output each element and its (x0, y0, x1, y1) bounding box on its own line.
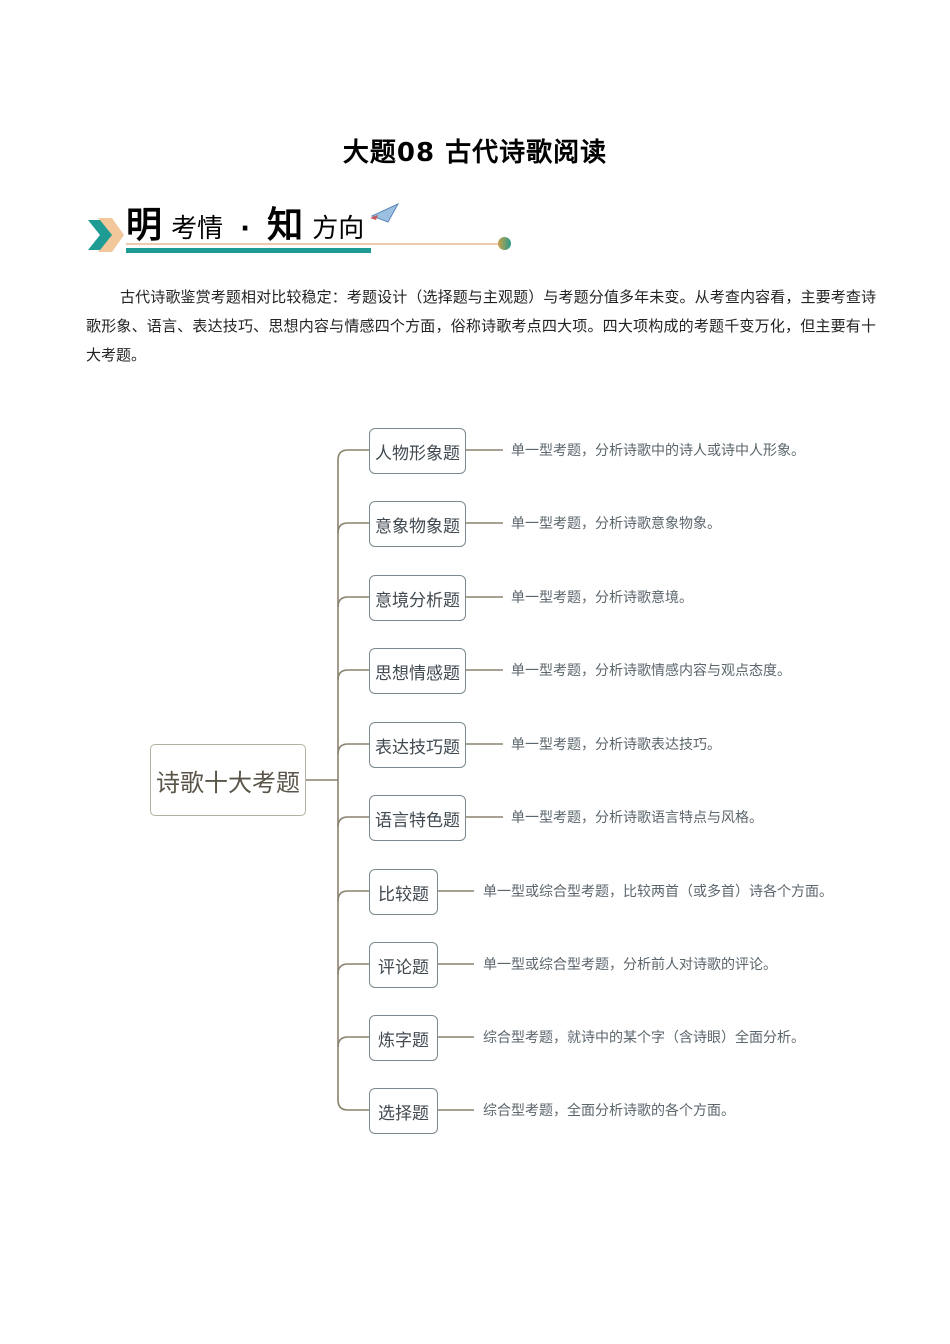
intro-paragraph: 古代诗歌鉴赏考题相对比较稳定：考题设计（选择题与主观题）与考题分值多年未变。从考… (86, 288, 876, 364)
banner-char-zhi: 知 (267, 204, 304, 246)
paper-plane-icon (370, 202, 400, 223)
branch-node-biaoda: 表达技巧题 (369, 722, 466, 768)
banner-part-kaoqing: 考情 (171, 214, 224, 244)
section-banner: 明 考情 · 知 方向 (88, 192, 518, 262)
branch-node-renwu: 人物形象题 (369, 428, 466, 474)
mind-map-root: 诗歌十大考题 (150, 744, 306, 816)
page-title: 大题08 古代诗歌阅读 (342, 138, 608, 168)
chevron-right-icon (88, 218, 124, 252)
branch-desc-yixiang: 单一型考题，分析诗歌意象物象。 (511, 516, 721, 532)
branch-desc-renwu: 单一型考题，分析诗歌中的诗人或诗中人形象。 (511, 443, 805, 459)
banner-underline-thin (126, 243, 506, 245)
banner-heading: 明 考情 · 知 方向 (126, 196, 364, 248)
banner-end-dot (498, 237, 511, 250)
branch-node-lianzi: 炼字题 (369, 1015, 438, 1061)
branch-node-yuyan: 语言特色题 (369, 795, 466, 841)
branch-desc-biaoda: 单一型考题，分析诗歌表达技巧。 (511, 737, 721, 753)
banner-underline-thick (126, 248, 371, 253)
branch-desc-pinglun: 单一型或综合型考题，分析前人对诗歌的评论。 (483, 957, 777, 973)
branch-desc-xuanze: 综合型考题，全面分析诗歌的各个方面。 (483, 1103, 735, 1119)
banner-part-fangxiang: 方向 (312, 214, 365, 244)
branch-node-pinglun: 评论题 (369, 942, 438, 988)
branch-node-yijing: 意境分析题 (369, 575, 466, 621)
branch-desc-bijiao: 单一型或综合型考题，比较两首（或多首）诗各个方面。 (483, 884, 833, 900)
branch-node-xuanze: 选择题 (369, 1088, 438, 1134)
branch-desc-lianzi: 综合型考题，就诗中的某个字（含诗眼）全面分析。 (483, 1030, 805, 1046)
banner-separator: · (240, 214, 251, 244)
branch-node-yixiang: 意象物象题 (369, 501, 466, 547)
branch-node-bijiao: 比较题 (369, 869, 438, 915)
branch-desc-yijing: 单一型考题，分析诗歌意境。 (511, 590, 693, 606)
branch-desc-yuyan: 单一型考题，分析诗歌语言特点与风格。 (511, 810, 763, 826)
banner-char-ming: 明 (126, 204, 163, 246)
branch-desc-sixiang: 单一型考题，分析诗歌情感内容与观点态度。 (511, 663, 791, 679)
branch-node-sixiang: 思想情感题 (369, 648, 466, 694)
